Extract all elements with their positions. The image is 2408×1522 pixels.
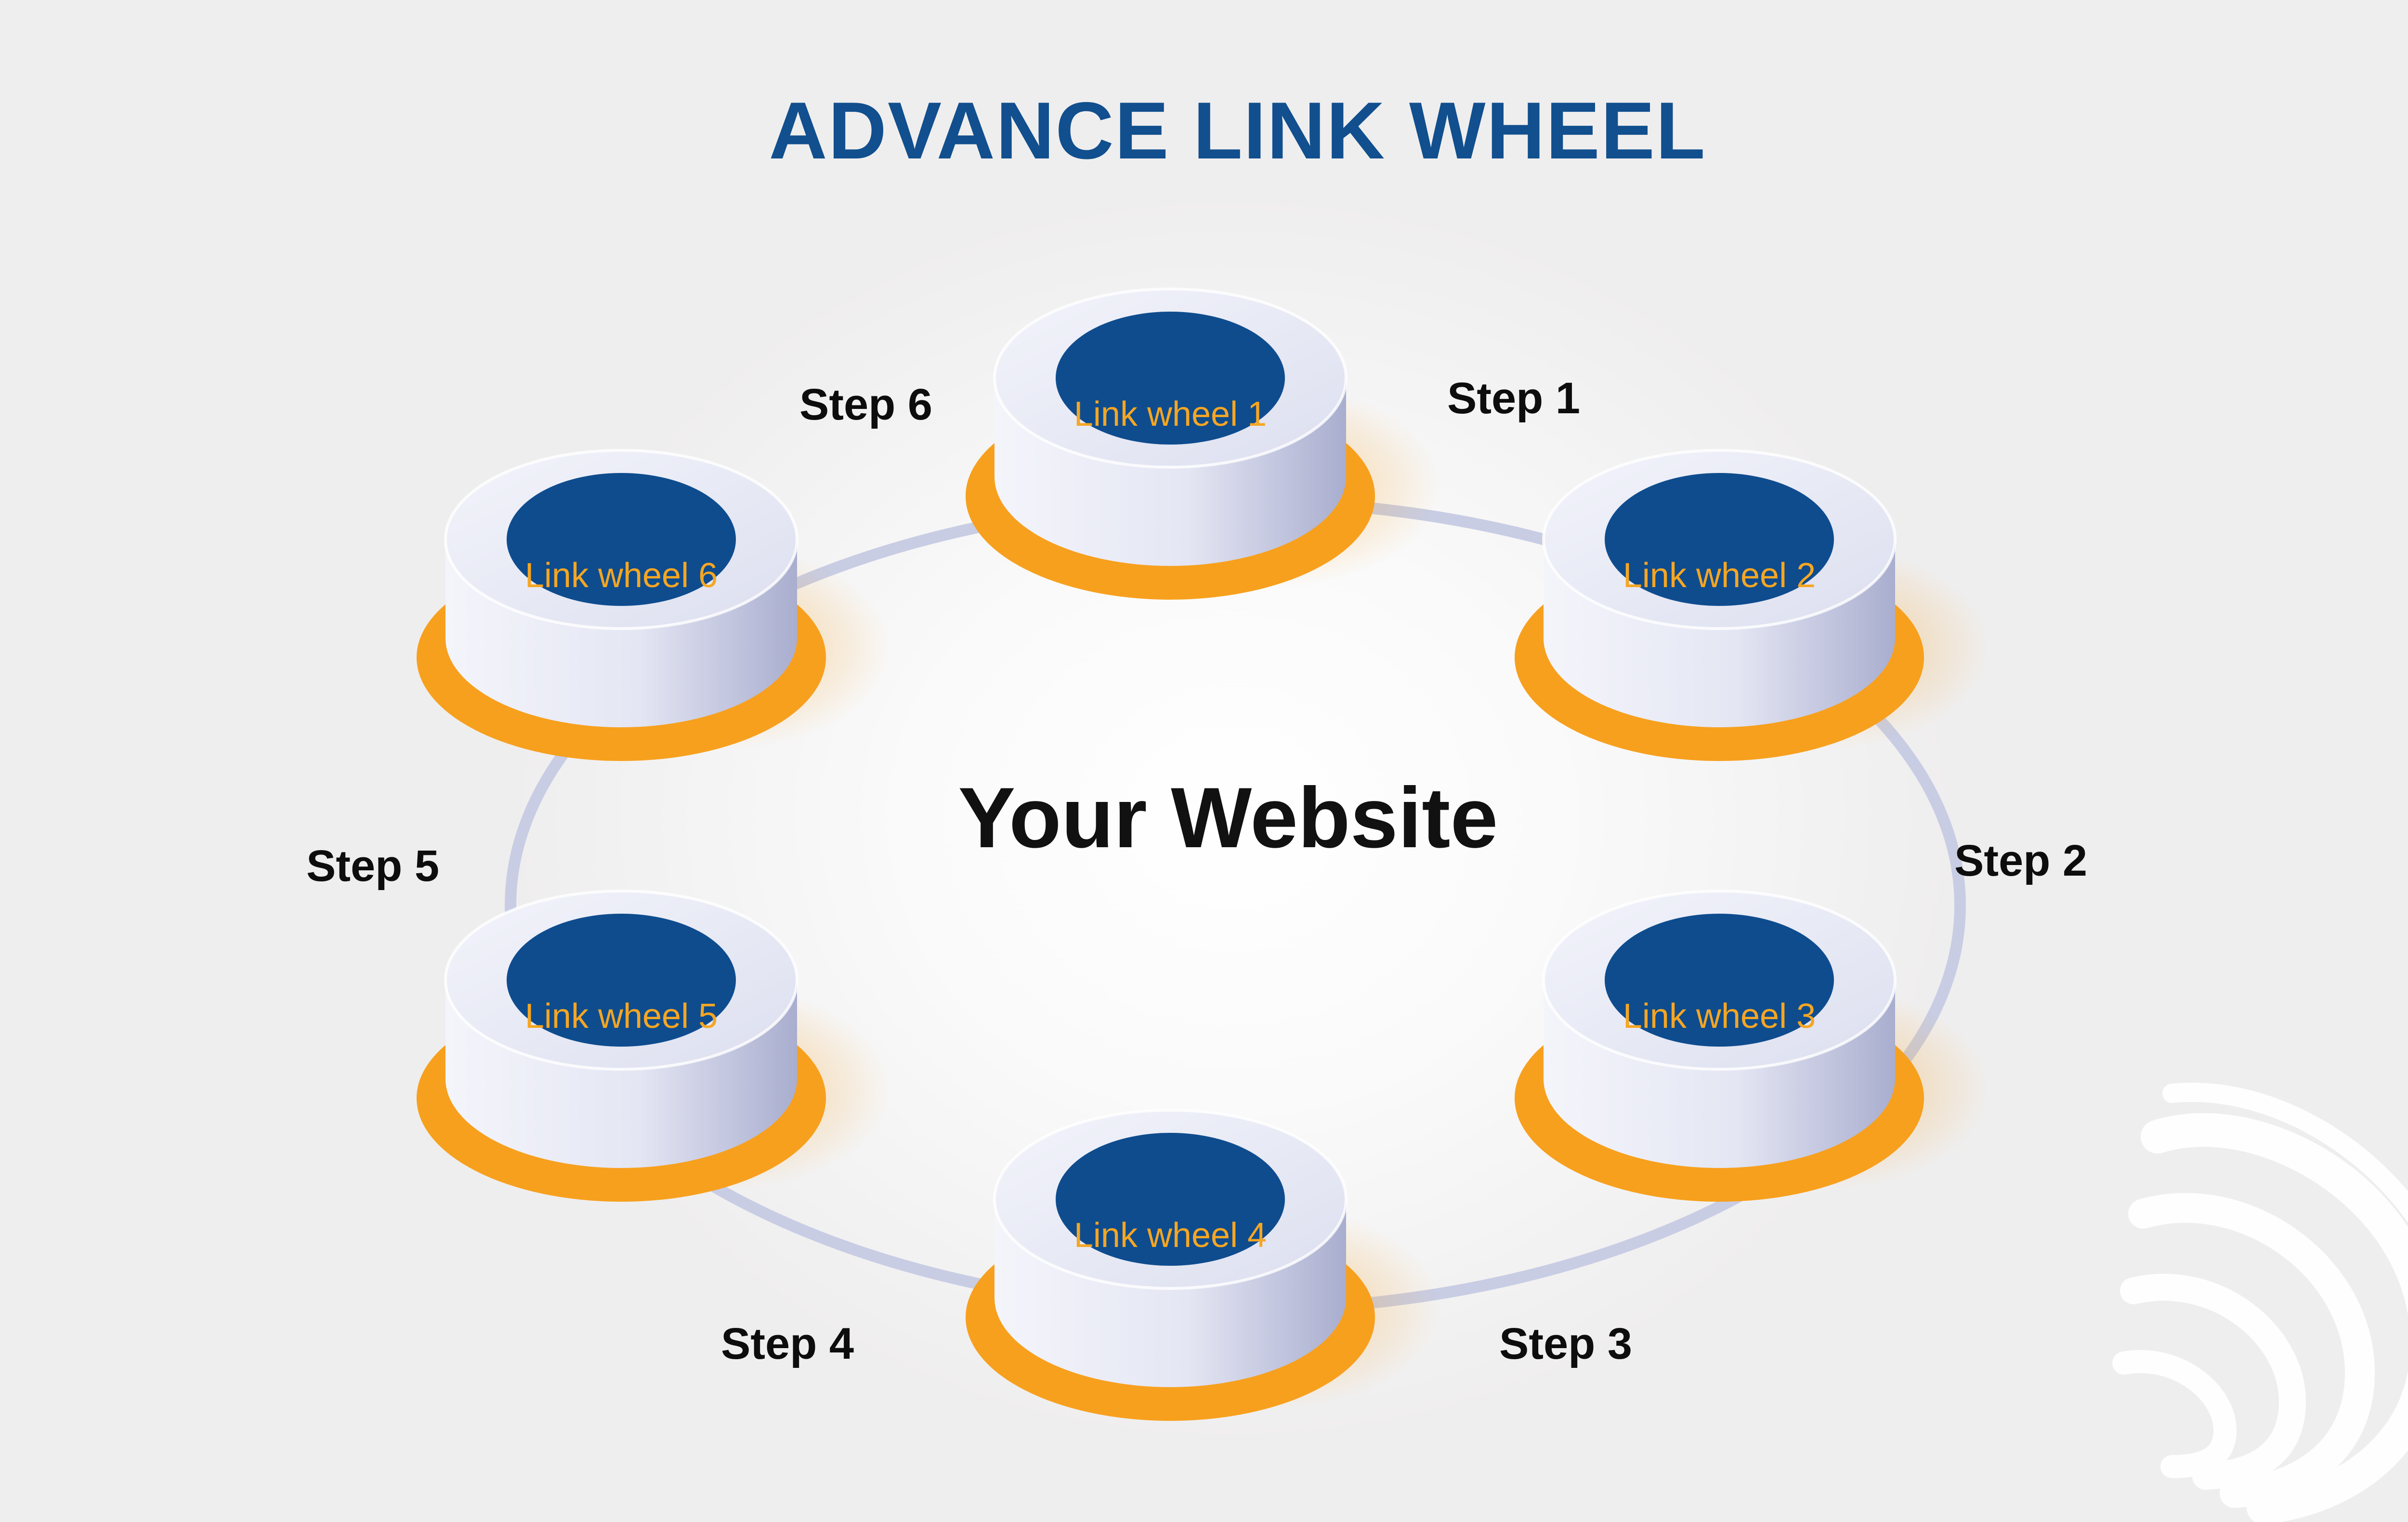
link-wheel-6: Link wheel 6 xyxy=(414,436,891,773)
link-wheel-1: Link wheel 1 xyxy=(963,275,1440,612)
step-label-6: Step 6 xyxy=(799,380,933,429)
puck-graphic xyxy=(966,288,1440,600)
link-wheel-label: Link wheel 4 xyxy=(1073,1216,1267,1255)
step-label-2: Step 2 xyxy=(1954,836,2088,885)
link-wheel-2: Link wheel 2 xyxy=(1512,436,1989,773)
puck-graphic xyxy=(966,1109,1440,1421)
link-wheel-label: Link wheel 3 xyxy=(1623,997,1816,1036)
page-title: ADVANCE LINK WHEEL xyxy=(769,85,1706,176)
puck-graphic xyxy=(417,449,891,761)
puck-graphic xyxy=(1515,449,1989,761)
step-label-1: Step 1 xyxy=(1447,374,1581,423)
center-node-your-website: Your Website xyxy=(958,770,1498,866)
link-wheel-5: Link wheel 5 xyxy=(414,877,891,1214)
step-label-3: Step 3 xyxy=(1499,1319,1633,1368)
puck-graphic xyxy=(417,890,891,1202)
link-wheel-label: Link wheel 5 xyxy=(524,997,718,1036)
link-wheel-label: Link wheel 1 xyxy=(1073,395,1267,433)
step-label-5: Step 5 xyxy=(306,841,440,891)
link-wheel-4: Link wheel 4 xyxy=(963,1096,1440,1433)
link-wheel-label: Link wheel 6 xyxy=(524,556,718,595)
step-label-4: Step 4 xyxy=(721,1319,854,1368)
puck-graphic xyxy=(1515,890,1989,1202)
link-wheel-3: Link wheel 3 xyxy=(1512,877,1989,1214)
link-wheel-label: Link wheel 2 xyxy=(1623,556,1816,595)
globe-icon xyxy=(2112,1083,2408,1522)
